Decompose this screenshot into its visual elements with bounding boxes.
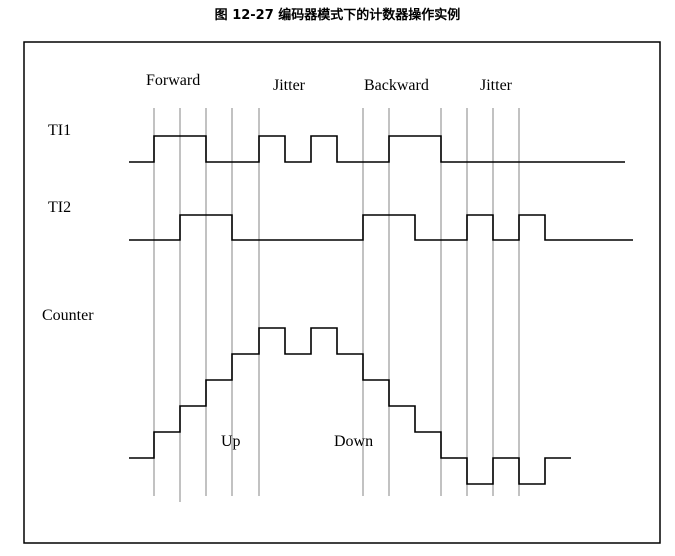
signal-label-ti1: TI1 (48, 122, 71, 139)
phase-label-backward: Backward (364, 77, 429, 94)
counter-note-down: Down (334, 433, 373, 450)
phase-label-forward: Forward (146, 72, 200, 89)
diagram-frame (23, 41, 661, 544)
figure-caption: 图 12-27 编码器模式下的计数器操作实例 (214, 8, 461, 23)
signal-label-counter: Counter (42, 307, 94, 324)
phase-label-jitter-1: Jitter (273, 77, 306, 94)
transition-lines (153, 108, 520, 502)
phase-label-jitter-2: Jitter (480, 77, 513, 94)
signal-label-ti2: TI2 (48, 199, 71, 216)
waveform-ti1 (129, 135, 625, 163)
waveform-ti2 (129, 214, 633, 241)
waveform-counter (129, 327, 571, 485)
counter-note-up: Up (221, 433, 241, 450)
